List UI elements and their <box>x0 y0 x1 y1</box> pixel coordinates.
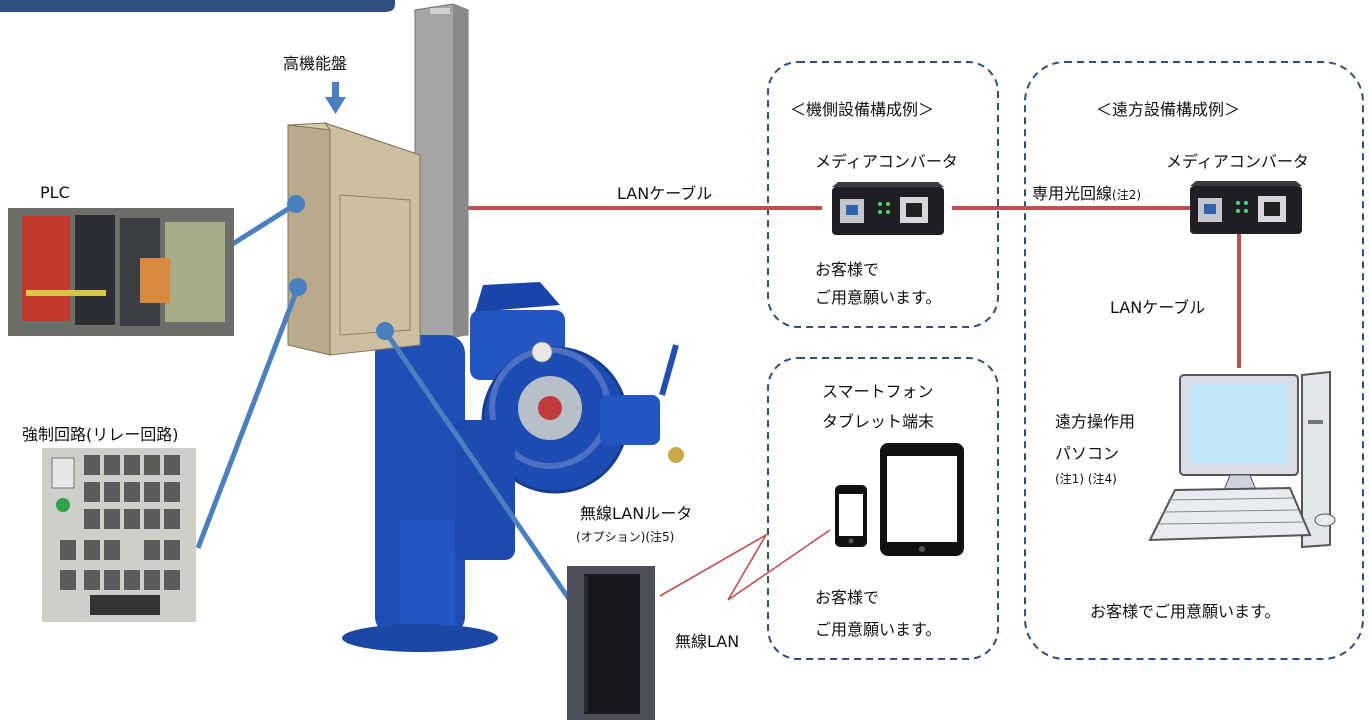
relay-panel-photo <box>42 448 196 622</box>
lan-cable-right-label: LANケーブル <box>1110 298 1206 317</box>
lan-cable-left-label: LANケーブル <box>617 184 713 203</box>
plc-photo <box>8 208 234 336</box>
local-equipment-box <box>767 61 999 328</box>
callout-relay <box>195 286 301 549</box>
media-converter-local <box>832 182 944 235</box>
remote-equipment-box <box>1024 61 1364 660</box>
remote-pc-label-1: 遠方操作用 <box>1055 412 1136 431</box>
remote-example-title: ＜遠方設備構成例＞ <box>1096 100 1241 119</box>
wifi-router-option-label: (オプション)(注5) <box>576 530 675 544</box>
remote-pc-label-2: パソコン <box>1055 444 1120 463</box>
smartphone-icon <box>835 485 867 547</box>
plc-label: PLC <box>40 183 70 202</box>
local-example-title: ＜機側設備構成例＞ <box>790 100 935 119</box>
local-prepare-line-2: ご用意願います。 <box>815 288 942 307</box>
mobile-prepare-line-2: ご用意願います。 <box>815 620 942 639</box>
header-tab <box>0 0 395 12</box>
desktop-pc-icon <box>1148 370 1336 549</box>
down-arrow-icon <box>325 82 346 114</box>
dedicated-line-label: 専用光回線(注2) <box>1032 184 1142 203</box>
remote-pc-notes: (注1) (注4) <box>1055 472 1117 486</box>
relay-circuit-label: 強制回路(リレー回路) <box>22 425 179 444</box>
mobile-device-box <box>767 357 999 660</box>
wifi-router-label: 無線LANルータ <box>580 504 693 523</box>
wireless-link <box>659 529 831 601</box>
tablet-icon <box>880 443 964 556</box>
actuator-valve <box>342 282 684 652</box>
local-prepare-line-1: お客様で <box>815 260 880 279</box>
media-converter-remote <box>1190 181 1302 234</box>
media-converter-local-label: メディアコンバータ <box>815 152 958 171</box>
mobile-prepare-line-1: お客様で <box>815 588 880 607</box>
pillar <box>414 3 469 339</box>
media-converter-remote-label: メディアコンバータ <box>1166 152 1309 171</box>
smartphone-label: スマートフォン <box>822 382 934 401</box>
high-function-panel <box>287 122 421 356</box>
wifi-router-photo <box>567 566 655 720</box>
high-function-panel-label: 高機能盤 <box>283 54 348 73</box>
remote-prepare-label: お客様でご用意願います。 <box>1090 602 1281 621</box>
tablet-label: タブレット端末 <box>822 412 935 431</box>
callout-router <box>382 329 581 614</box>
wireless-lan-label: 無線LAN <box>675 632 740 651</box>
